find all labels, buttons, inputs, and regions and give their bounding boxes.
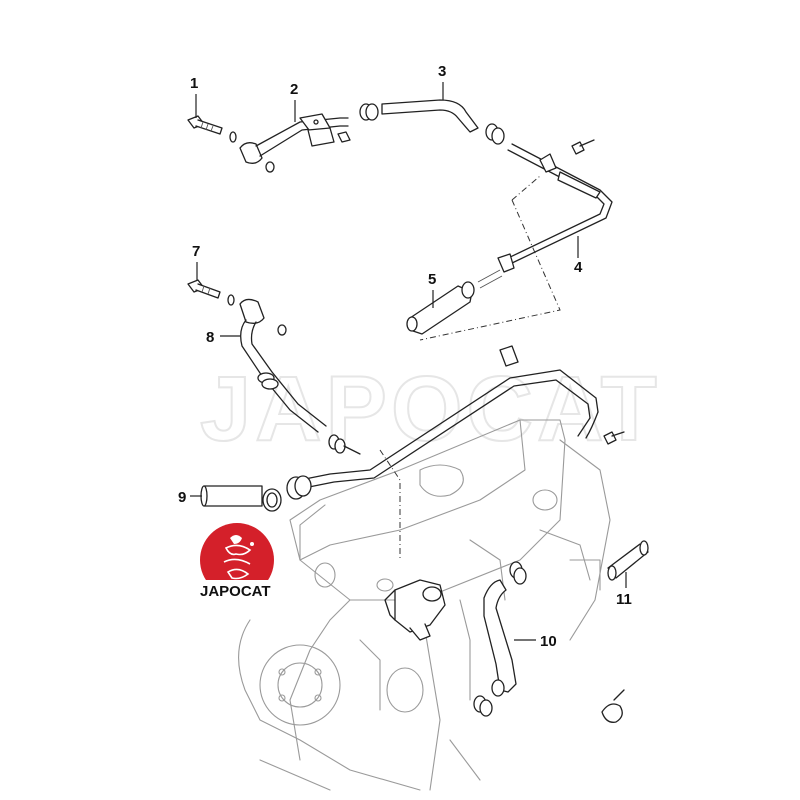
svg-text:JAPOCAT: JAPOCAT — [200, 358, 661, 460]
hose-part-10 — [473, 561, 625, 723]
callout-label-11: 11 — [616, 591, 632, 608]
bolt-part-1 — [187, 115, 237, 143]
callout-label-1: 1 — [190, 75, 198, 92]
callout-7: 7 — [192, 243, 200, 280]
callout-4: 4 — [574, 236, 583, 276]
callout-label-2: 2 — [290, 81, 298, 98]
callout-label-5: 5 — [428, 271, 436, 288]
callout-11: 11 — [616, 572, 632, 608]
callout-9: 9 — [178, 489, 202, 506]
callout-3: 3 — [438, 63, 446, 100]
callout-label-10: 10 — [540, 633, 557, 650]
callout-label-8: 8 — [206, 329, 214, 346]
hose-part-11 — [607, 540, 649, 581]
callout-label-3: 3 — [438, 63, 446, 80]
callout-label-9: 9 — [178, 489, 186, 506]
hose-part-3 — [359, 99, 505, 145]
logo-emblem-icon — [223, 535, 254, 580]
metal-pipe-part-2 — [239, 113, 351, 173]
callout-10: 10 — [514, 633, 557, 650]
callout-label-7: 7 — [192, 243, 200, 260]
thermostat-housing — [384, 579, 446, 641]
coolant-pipe-main — [299, 345, 625, 560]
japocat-logo: JAPOCAT — [196, 523, 280, 600]
bolt-part-7 — [187, 279, 235, 306]
callout-5: 5 — [428, 271, 436, 308]
callout-8: 8 — [206, 329, 240, 346]
logo-text: JAPOCAT — [200, 583, 271, 600]
hose-part-5 — [406, 269, 503, 335]
watermark: JAPOCAT — [199, 357, 661, 461]
callout-2: 2 — [290, 81, 298, 122]
metal-pipe-part-4 — [419, 139, 613, 341]
callout-label-4: 4 — [574, 259, 583, 276]
callout-1: 1 — [190, 75, 198, 118]
hose-part-9 — [200, 475, 312, 512]
bent-pipe-part-8 — [239, 298, 361, 455]
